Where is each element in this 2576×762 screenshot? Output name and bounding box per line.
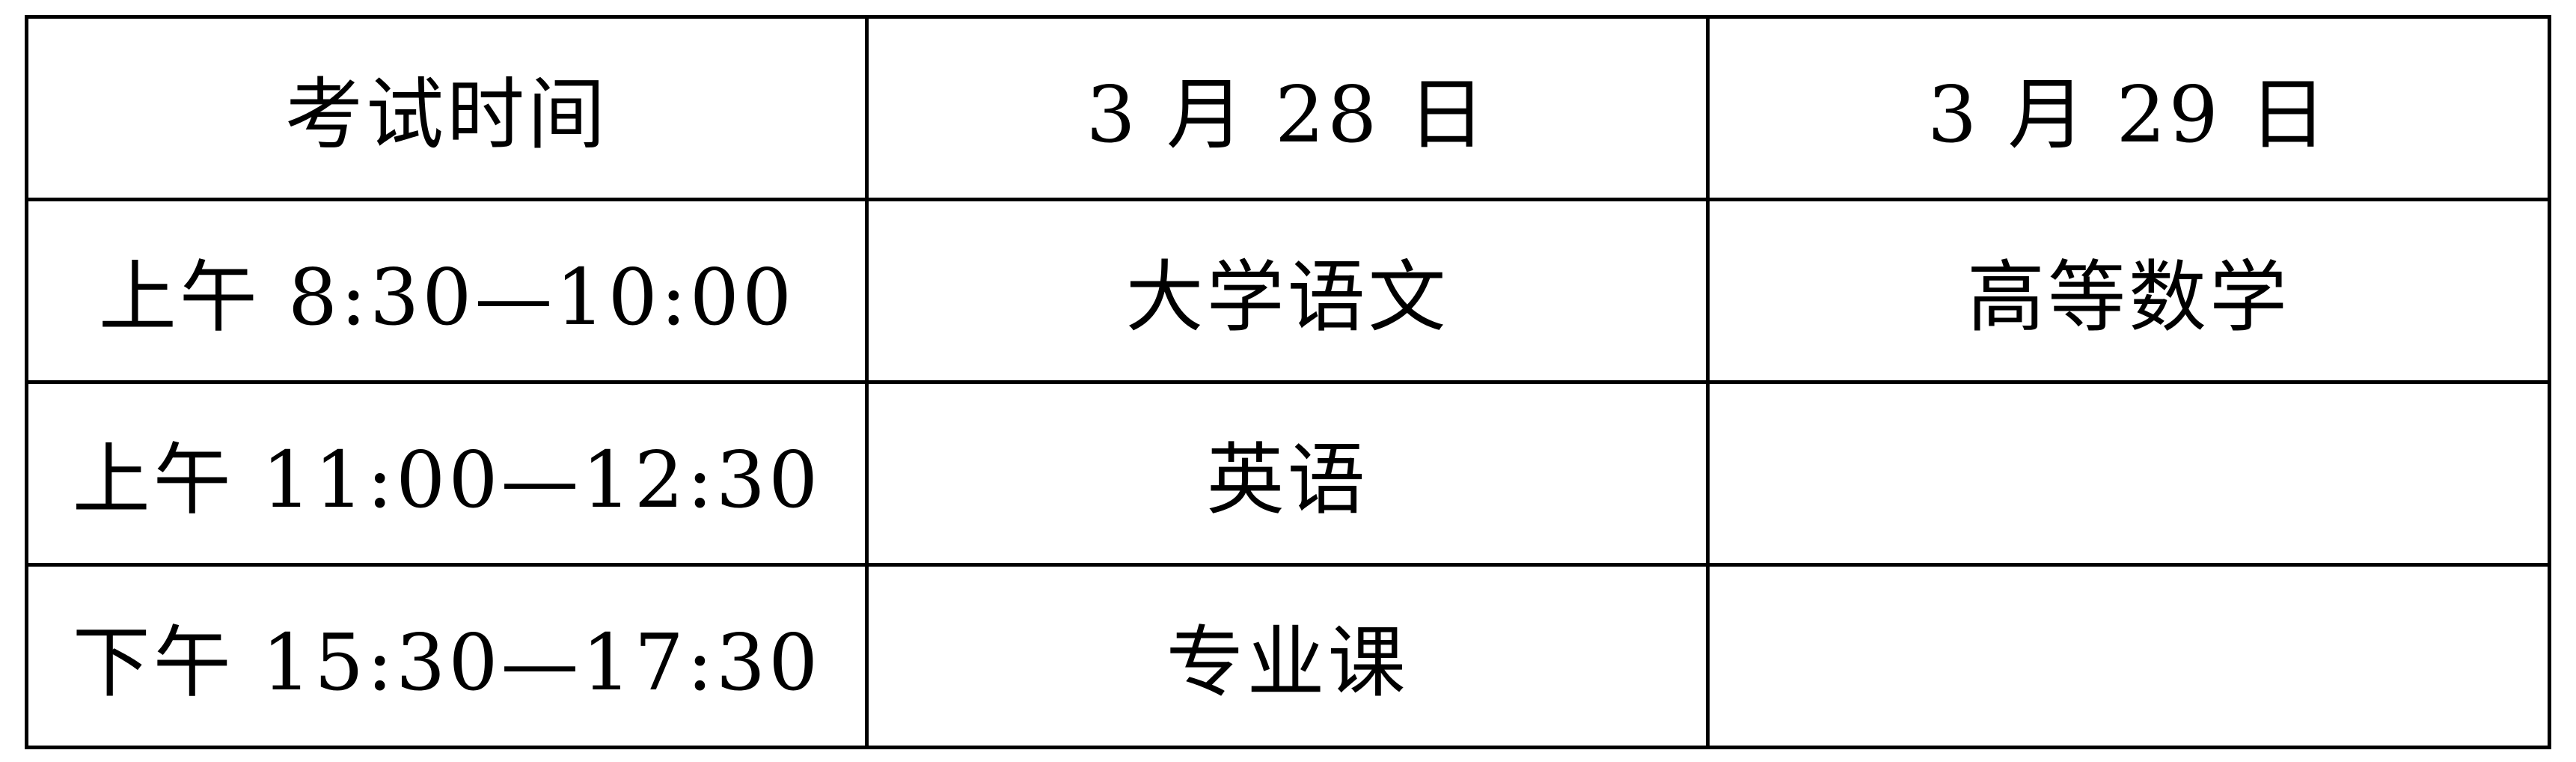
header-date-2: 3 月 29 日 bbox=[1706, 15, 2551, 201]
header-exam-time: 考试时间 bbox=[25, 15, 869, 201]
exam-schedule-table: 考试时间 3 月 28 日 3 月 29 日 上午 8:30—10:00 大学语… bbox=[25, 15, 2551, 749]
subject-cell: 大学语文 bbox=[865, 198, 1710, 384]
time-slot: 下午 15:30—17:30 bbox=[25, 563, 869, 749]
subject-cell: 英语 bbox=[865, 380, 1710, 567]
time-slot: 上午 8:30—10:00 bbox=[25, 198, 869, 384]
subject-cell: 高等数学 bbox=[1706, 198, 2551, 384]
subject-cell bbox=[1706, 563, 2551, 749]
time-slot: 上午 11:00—12:30 bbox=[25, 380, 869, 567]
table-row: 上午 11:00—12:30 英语 bbox=[25, 380, 2551, 567]
table-row: 下午 15:30—17:30 专业课 bbox=[25, 563, 2551, 749]
header-date-1: 3 月 28 日 bbox=[865, 15, 1710, 201]
subject-cell: 专业课 bbox=[865, 563, 1710, 749]
table-header-row: 考试时间 3 月 28 日 3 月 29 日 bbox=[25, 15, 2551, 201]
table-row: 上午 8:30—10:00 大学语文 高等数学 bbox=[25, 198, 2551, 384]
subject-cell bbox=[1706, 380, 2551, 567]
